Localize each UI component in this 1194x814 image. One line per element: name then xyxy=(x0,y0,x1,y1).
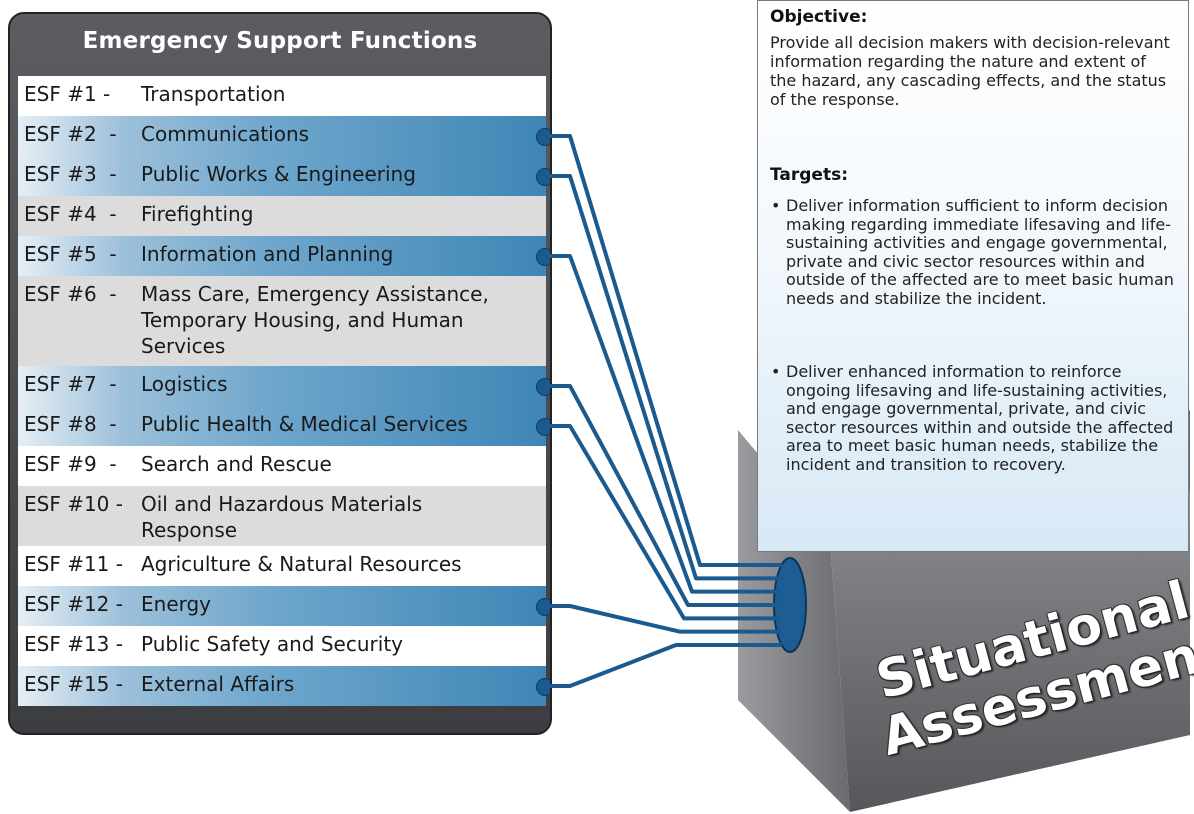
esf-panel: Emergency Support Functions ESF #1 - Tran… xyxy=(8,12,552,735)
esf-name: Information and Planning xyxy=(141,242,394,266)
esf-name: Communications xyxy=(141,122,310,146)
esf-number: ESF #1 - xyxy=(24,82,111,106)
esf-row: ESF #5 - Information and Planning xyxy=(18,236,550,276)
targets-heading: Targets: xyxy=(770,165,849,185)
target-text-2: Deliver enhanced information to reinforc… xyxy=(786,362,1174,474)
esf-row: ESF #4 - Firefighting xyxy=(18,196,546,236)
esf-number: ESF #6 - xyxy=(24,282,117,306)
connector-line xyxy=(548,604,782,634)
esf-row: ESF #13 - Public Safety and Security xyxy=(18,626,546,666)
esf-row: ESF #2 - Communications xyxy=(18,116,550,156)
esf-number: ESF #10 - xyxy=(24,492,123,516)
info-panel: Objective: Provide all decision makers w… xyxy=(757,0,1189,552)
esf-row: ESF #8 - Public Health & Medical Services xyxy=(18,406,550,446)
esf-row: ESF #11 - Agriculture & Natural Resources xyxy=(18,546,546,586)
esf-number: ESF #7 - xyxy=(24,372,117,396)
esf-name: Energy xyxy=(141,592,212,616)
esf-number: ESF #3 - xyxy=(24,162,117,186)
connector-dot xyxy=(536,598,550,616)
bullet-icon: • xyxy=(771,196,781,215)
connector-lines xyxy=(548,134,782,688)
connector-line xyxy=(548,643,782,688)
target-bullet-2: • Deliver enhanced information to reinfo… xyxy=(770,362,1178,475)
esf-number: ESF #13 - xyxy=(24,632,123,656)
esf-number: ESF #15 - xyxy=(24,672,123,696)
esf-name: Public Safety and Security xyxy=(141,632,403,656)
connector-line xyxy=(548,424,782,621)
esf-row: ESF #10 - Oil and Hazardous Materials Res… xyxy=(18,486,546,546)
esf-name: Transportation xyxy=(141,82,286,106)
esf-row: ESF #7 - Logistics xyxy=(18,366,550,406)
connector-dot xyxy=(536,248,550,266)
esf-row: ESF #1 - Transportation xyxy=(18,76,546,116)
esf-name: Agriculture & Natural Resources xyxy=(141,552,462,576)
esf-number: ESF #11 - xyxy=(24,552,123,576)
connector-dot xyxy=(536,378,550,396)
connector-line xyxy=(548,384,782,607)
esf-name: Search and Rescue xyxy=(141,452,332,476)
esf-name: Public Works & Engineering xyxy=(141,162,416,186)
esf-panel-title: Emergency Support Functions xyxy=(82,28,478,54)
esf-name: Oil and Hazardous Materials Response xyxy=(141,492,423,542)
esf-number: ESF #12 - xyxy=(24,592,123,616)
esf-number: ESF #2 - xyxy=(24,122,117,146)
esf-name: Firefighting xyxy=(141,202,254,226)
esf-name: External Affairs xyxy=(141,672,295,696)
esf-number: ESF #5 - xyxy=(24,242,117,266)
target-bullet-1: • Deliver information sufficient to info… xyxy=(770,196,1178,309)
esf-row: ESF #3 - Public Works & Engineering xyxy=(18,156,550,196)
connector-line xyxy=(548,254,782,594)
objective-text: Provide all decision makers with decisio… xyxy=(770,33,1170,109)
target-text-1: Deliver information sufficient to inform… xyxy=(786,196,1174,308)
connector-dot xyxy=(536,168,550,186)
box-front-face xyxy=(830,490,1190,812)
connector-dot xyxy=(536,678,550,696)
esf-name: Public Health & Medical Services xyxy=(141,412,468,436)
connector-dot xyxy=(536,128,550,146)
esf-row: ESF #9 - Search and Rescue xyxy=(18,446,546,486)
esf-name: Mass Care, Emergency Assistance, Tempora… xyxy=(141,282,489,358)
objective-heading: Objective: xyxy=(770,7,868,27)
esf-row: ESF #12 - Energy xyxy=(18,586,550,626)
connector-line xyxy=(548,134,782,567)
esf-number: ESF #4 - xyxy=(24,202,117,226)
esf-row: ESF #6 - Mass Care, Emergency Assistance,… xyxy=(18,276,546,366)
esf-name: Logistics xyxy=(141,372,228,396)
esf-number: ESF #9 - xyxy=(24,452,117,476)
bullet-icon: • xyxy=(771,362,781,381)
connector-line xyxy=(548,174,782,581)
esf-row: ESF #15 - External Affairs xyxy=(18,666,550,706)
esf-number: ESF #8 - xyxy=(24,412,117,436)
connector-dot xyxy=(536,418,550,436)
